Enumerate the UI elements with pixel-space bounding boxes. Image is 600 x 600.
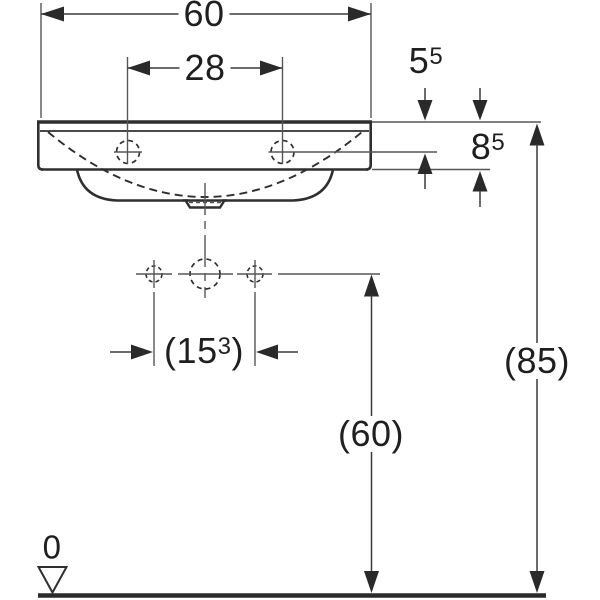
arrow-down-icon xyxy=(364,571,379,593)
arrow-down-icon xyxy=(472,100,488,121)
dim-front-rim-height xyxy=(472,88,488,207)
dim-label-total-width: 60 xyxy=(178,0,230,32)
dim-label-fixing-hole-spacing: (153) xyxy=(164,330,244,371)
dim-fixing-hole-spacing xyxy=(110,344,298,360)
arrow-down-icon xyxy=(417,100,433,121)
arrowhead-right-icon xyxy=(260,60,283,76)
arrow-up-icon xyxy=(417,153,433,174)
arrowhead-right-icon xyxy=(348,6,371,22)
arrow-right-icon xyxy=(131,344,153,360)
basin-right-edge xyxy=(365,122,372,171)
dim-label-fixing-height: (60) xyxy=(332,416,410,452)
extension-lines-right xyxy=(372,121,541,171)
fixing-holes-view xyxy=(136,258,380,366)
superscript-digit: 5 xyxy=(429,43,444,70)
arrow-up-icon xyxy=(529,123,545,146)
dim-label-rim-to-tap-axis: 55 xyxy=(408,40,444,81)
arrow-up-icon xyxy=(364,274,379,297)
arrow-up-icon xyxy=(472,171,488,192)
basin-left-edge xyxy=(37,122,44,171)
washbasin-front-view xyxy=(37,120,437,298)
dim-label-tap-hole-spacing: 28 xyxy=(179,50,231,86)
datum-level-symbol-icon xyxy=(36,566,69,595)
superscript-digit: 3 xyxy=(217,333,232,360)
dim-label-front-rim-height: 85 xyxy=(465,129,511,165)
arrow-left-icon xyxy=(256,344,278,360)
dim-label-overall-height: (85) xyxy=(498,343,576,379)
dim-rim-to-tap-axis xyxy=(417,88,433,189)
superscript-digit: 5 xyxy=(491,129,506,156)
arrowhead-left-icon xyxy=(127,60,150,76)
arrowhead-left-icon xyxy=(41,6,64,22)
dim-label-datum-level: 0 xyxy=(42,528,62,566)
arrow-down-icon xyxy=(529,571,545,593)
floor-and-datum xyxy=(36,566,546,598)
